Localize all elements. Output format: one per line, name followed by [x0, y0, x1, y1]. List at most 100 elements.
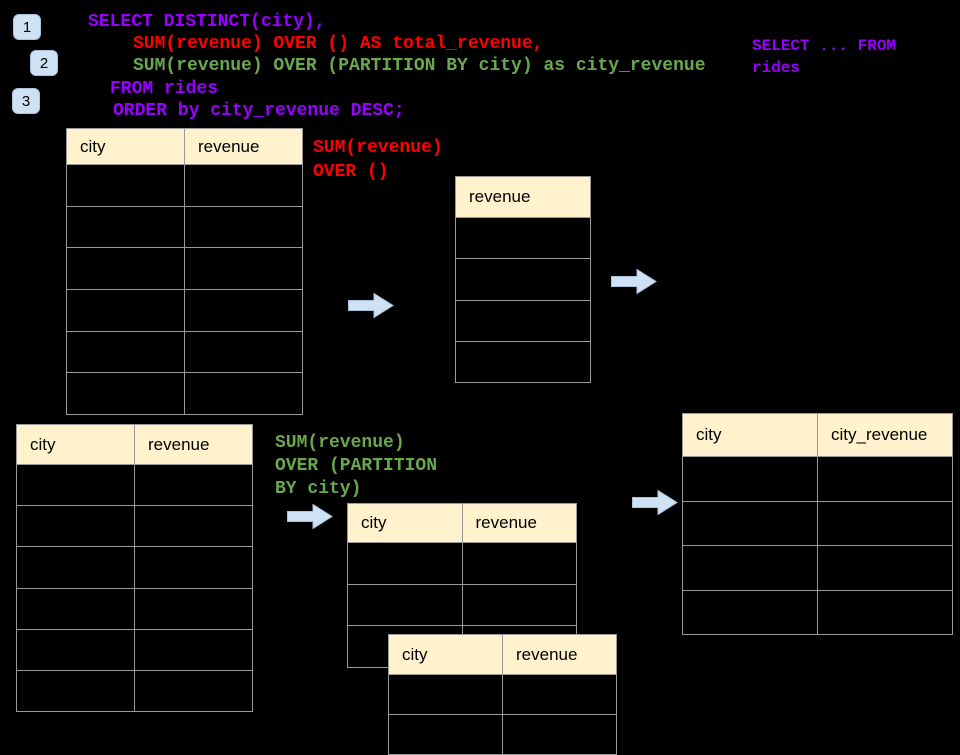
table-header-row: city revenue [389, 635, 616, 675]
sql-line-select: SELECT DISTINCT(city), [88, 12, 326, 32]
table-row [67, 205, 302, 248]
label-sum-over-empty: SUM(revenue) OVER () [313, 138, 443, 182]
sql-line-from: FROM rides [110, 79, 219, 99]
label-sum-over-partition: SUM(revenue) OVER (PARTITION BY city) [275, 433, 438, 499]
empty-cell [817, 590, 952, 634]
table-row [17, 505, 252, 547]
sql-line-total-revenue: SUM(revenue) OVER () AS total_revenue, [133, 34, 544, 54]
empty-cell [184, 206, 302, 248]
table-row [456, 340, 590, 382]
table-row [67, 289, 302, 331]
empty-cell [502, 675, 616, 714]
arrow-right-icon [632, 489, 678, 516]
slide-canvas: { "colors": { "canvas_bg": "#000000", "p… [12, 12, 953, 755]
table-header-row: revenue [456, 177, 590, 218]
header-cell-city-revenue: city_revenue [817, 414, 952, 456]
header-cell-revenue: revenue [469, 187, 531, 206]
empty-cell [17, 630, 134, 670]
empty-cell [683, 457, 817, 501]
step-badge-3: 3 [12, 88, 40, 114]
sql-line-city-revenue: SUM(revenue) OVER (PARTITION BY city) as… [133, 56, 706, 76]
table-row [683, 545, 952, 590]
header-cell-revenue: revenue [461, 504, 577, 542]
empty-cell [134, 670, 252, 712]
empty-cell [184, 290, 302, 331]
table-row [67, 372, 302, 415]
empty-cell [456, 259, 590, 299]
table-row [67, 247, 302, 290]
empty-cell [67, 165, 184, 206]
table-total-revenue: revenue [455, 176, 591, 383]
empty-cell [817, 501, 952, 545]
header-cell-city: city [402, 644, 428, 664]
empty-cell [134, 629, 252, 670]
empty-cell [348, 585, 462, 626]
empty-cell [683, 591, 817, 635]
table-row [456, 299, 590, 341]
empty-cell [17, 506, 134, 546]
sql-line-order-by: ORDER by city_revenue DESC; [113, 101, 405, 121]
table-row [17, 587, 252, 629]
table-row [683, 457, 952, 501]
table-header-row: city city_revenue [683, 414, 952, 457]
empty-cell [17, 465, 134, 505]
table-row [67, 330, 302, 373]
table-row [456, 218, 590, 258]
table-row [348, 583, 577, 626]
empty-cell [683, 502, 817, 546]
empty-cell [17, 547, 134, 587]
arrow-right-icon [348, 292, 394, 319]
table-partition-back: city revenue [347, 503, 577, 668]
empty-cell [134, 588, 252, 629]
empty-cell [461, 543, 577, 584]
empty-cell [184, 165, 302, 206]
empty-cell [17, 671, 134, 711]
empty-cell [67, 248, 184, 289]
header-cell-revenue: revenue [184, 129, 302, 164]
table-row [348, 543, 576, 584]
empty-cell [67, 373, 184, 414]
table-row [683, 500, 952, 546]
empty-cell [456, 301, 590, 341]
empty-cell [348, 543, 462, 584]
table-row [456, 258, 590, 299]
table-source-bottom: city revenue [16, 424, 253, 712]
table-row [17, 669, 252, 712]
empty-cell [461, 584, 577, 626]
empty-cell [134, 506, 252, 547]
header-cell-revenue: revenue [134, 425, 252, 464]
select-from-rides-note: SELECT ... FROM rides [752, 37, 897, 77]
table-row [683, 589, 952, 635]
empty-cell [134, 547, 252, 588]
table-row [17, 465, 252, 506]
empty-cell [389, 675, 502, 714]
table-result: city city_revenue [682, 413, 953, 635]
empty-cell [456, 342, 590, 382]
header-cell-city: city [80, 136, 106, 156]
empty-cell [184, 248, 302, 290]
table-header-row: city revenue [17, 425, 252, 465]
header-cell-city: city [696, 425, 722, 444]
empty-cell [184, 373, 302, 415]
empty-cell [184, 331, 302, 373]
header-cell-city: city [361, 513, 387, 532]
arrow-right-icon [287, 503, 333, 530]
table-header-row: city revenue [348, 504, 576, 543]
table-row [67, 165, 302, 206]
step-badge-2: 2 [30, 50, 58, 76]
table-partition-front: city revenue [388, 634, 617, 755]
table-source-top: city revenue [66, 128, 303, 415]
empty-cell [683, 546, 817, 590]
empty-cell [67, 290, 184, 331]
empty-cell [817, 457, 952, 501]
empty-cell [134, 465, 252, 506]
empty-cell [17, 589, 134, 629]
header-cell-city: city [30, 434, 56, 454]
empty-cell [502, 715, 616, 754]
table-row [389, 714, 616, 754]
table-row [17, 546, 252, 588]
empty-cell [817, 546, 952, 590]
table-header-row: city revenue [67, 129, 302, 165]
step-badge-1: 1 [13, 14, 41, 40]
table-row [17, 628, 252, 670]
